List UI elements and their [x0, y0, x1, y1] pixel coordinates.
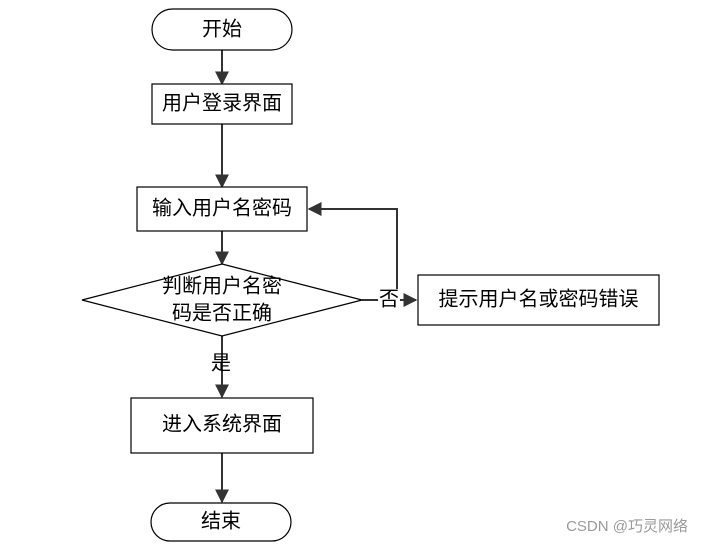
node-start: 开始 — [151, 8, 293, 51]
node-check-line-2: 码是否正确 — [172, 301, 272, 325]
edges — [215, 50, 418, 504]
edge-yes-label: 是 — [211, 351, 231, 375]
node-login-label: 用户登录界面 — [162, 91, 282, 115]
node-error: 提示用户名或密码错误 — [417, 274, 660, 326]
node-check-line-1: 判断用户名密 — [162, 274, 282, 298]
node-end-label: 结束 — [201, 509, 241, 533]
node-end: 结束 — [150, 502, 292, 542]
edge-no-label-bg — [378, 289, 400, 311]
node-start-label: 开始 — [202, 17, 242, 41]
node-check: 判断用户名密 码是否正确 — [81, 263, 363, 337]
node-login: 用户登录界面 — [151, 83, 293, 125]
node-input-label: 输入用户名密码 — [152, 196, 292, 220]
edge-no-label: 否 — [379, 287, 399, 311]
edge-error-input — [307, 202, 398, 300]
node-error-label: 提示用户名或密码错误 — [439, 287, 639, 311]
node-enter: 进入系统界面 — [130, 397, 314, 454]
node-enter-label: 进入系统界面 — [162, 412, 282, 436]
node-input: 输入用户名密码 — [136, 186, 308, 232]
watermark: CSDN @巧灵网络 — [566, 518, 688, 535]
